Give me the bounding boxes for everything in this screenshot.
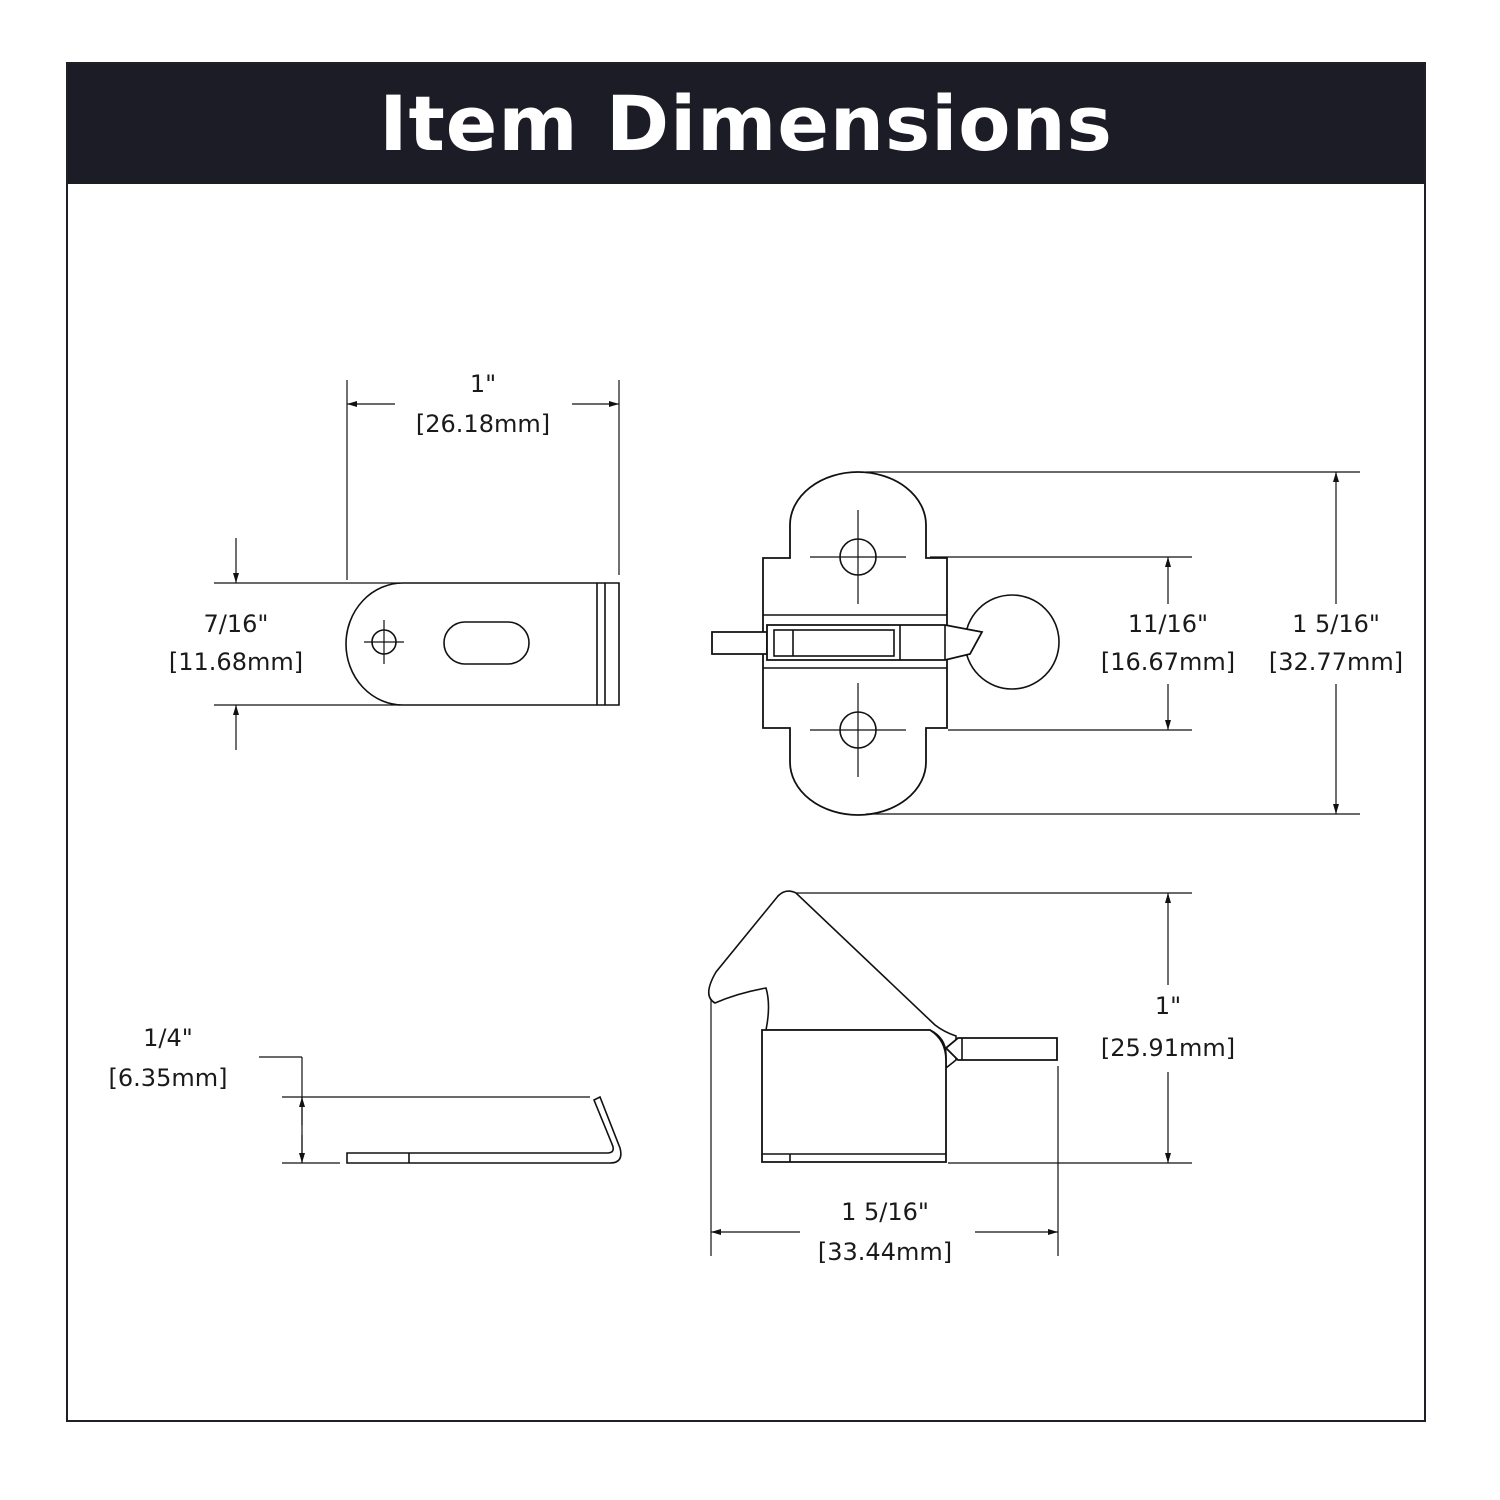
hole-spacing-dimension: 11/16" [16.67mm] <box>930 556 1235 731</box>
plate-width-dimension: 1" [26.18mm] <box>346 370 620 580</box>
catch-length-metric: [33.44mm] <box>818 1238 952 1266</box>
overall-height-metric: [32.77mm] <box>1269 648 1403 676</box>
plate-height-imperial: 7/16" <box>204 610 269 638</box>
strike-plate-side-view <box>346 1095 622 1164</box>
catch-length-dimension: 1 5/16" [33.44mm] <box>710 1000 1059 1266</box>
page-title: Item Dimensions <box>379 79 1113 168</box>
overall-height-imperial: 1 5/16" <box>1292 610 1380 638</box>
overall-height-dimension: 1 5/16" [32.77mm] <box>866 471 1403 815</box>
catch-height-metric: [25.91mm] <box>1101 1034 1235 1062</box>
plate-height-dimension: 7/16" [11.68mm] <box>169 538 400 750</box>
catch-height-dimension: 1" [25.91mm] <box>796 892 1235 1164</box>
plate-height-metric: [11.68mm] <box>169 648 303 676</box>
drawing-frame: Item Dimensions <box>66 62 1426 1422</box>
catch-length-imperial: 1 5/16" <box>841 1198 929 1226</box>
catch-front-view <box>711 471 1060 816</box>
catch-height-imperial: 1" <box>1155 992 1181 1020</box>
hole-spacing-metric: [16.67mm] <box>1101 648 1235 676</box>
title-banner: Item Dimensions <box>68 64 1424 184</box>
strike-plate-top-view <box>345 582 620 706</box>
plate-thickness-metric: [6.35mm] <box>109 1064 228 1092</box>
plate-width-metric: [26.18mm] <box>416 410 550 438</box>
plate-thickness-imperial: 1/4" <box>143 1024 193 1052</box>
hole-spacing-imperial: 11/16" <box>1128 610 1208 638</box>
roller <box>964 594 1060 690</box>
catch-side-view <box>707 890 1058 1163</box>
plate-thickness-dimension: 1/4" [6.35mm] <box>109 1024 590 1164</box>
adjustment-slot <box>443 621 530 665</box>
plate-width-imperial: 1" <box>470 370 496 398</box>
